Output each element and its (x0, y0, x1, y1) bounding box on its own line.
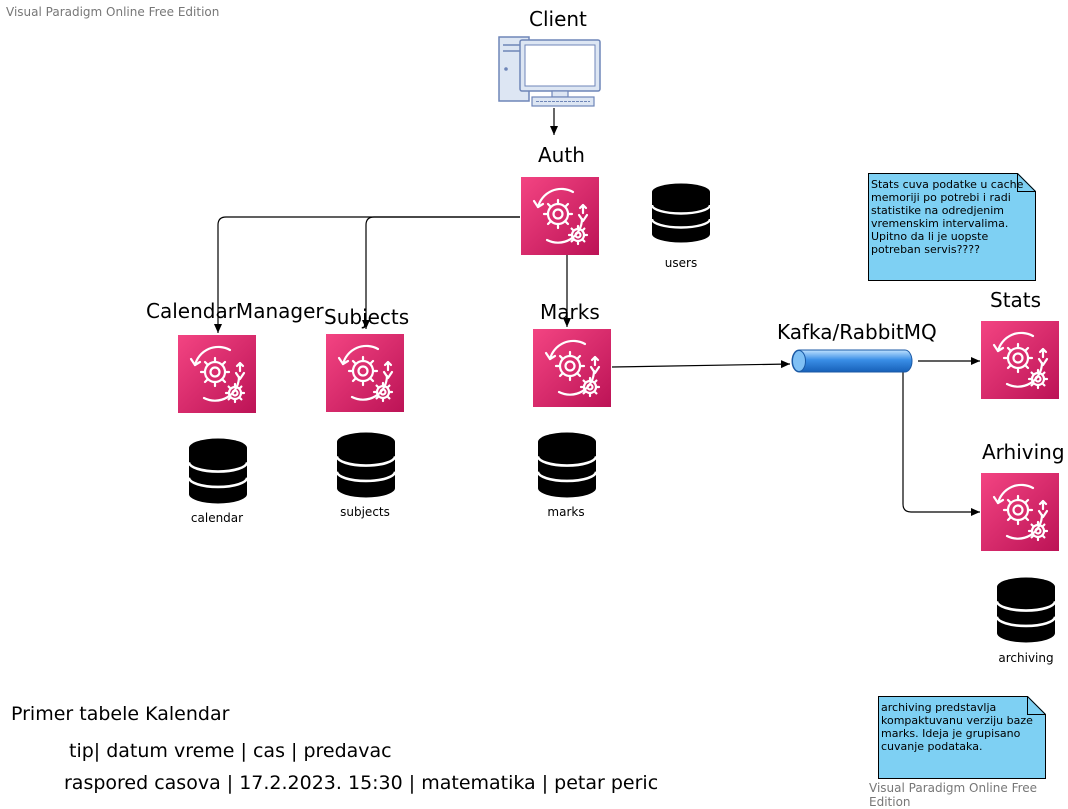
users-database-icon (651, 183, 711, 243)
subjects-service-icon[interactable] (326, 334, 404, 412)
arhiving-service-icon[interactable] (981, 473, 1059, 551)
subjects-label: Subjects (324, 305, 410, 329)
calendar-manager-service-icon[interactable] (178, 335, 256, 413)
marks-database-label: marks (547, 505, 585, 519)
example-table-data-row: raspored casova | 17.2.2023. 15:30 | mat… (64, 772, 659, 794)
watermark-bottom: Visual Paradigm Online Free Edition (869, 781, 1038, 809)
auth-label: Auth (538, 143, 585, 167)
auth-to-calendar-arrow (214, 216, 520, 333)
calendar-manager-label: CalendarManager (146, 299, 324, 323)
queue-to-arhiving-arrow (902, 372, 980, 516)
calendar-database-label: calendar (190, 511, 244, 525)
archiving-note: archiving predstavlja kompaktuvanu verzi… (878, 696, 1046, 779)
auth-to-subjects-arrow (362, 216, 520, 329)
subjects-database-label: subjects (340, 505, 390, 519)
users-database-label: users (664, 256, 698, 270)
calendar-database-icon (188, 438, 248, 504)
stats-label: Stats (990, 288, 1042, 312)
marks-to-queue-arrow (611, 360, 791, 369)
archiving-database-label: archiving (998, 651, 1054, 665)
arhiving-label: Arhiving (982, 440, 1065, 464)
message-queue-cylinder-icon[interactable] (791, 349, 913, 378)
example-table-header-row: tip| datum vreme | cas | predavac (69, 740, 392, 762)
desktop-computer-icon (498, 36, 602, 113)
marks-label: Marks (540, 300, 600, 324)
client-label: Client (529, 7, 587, 31)
example-table-title: Primer tabele Kalendar (11, 703, 230, 725)
stats-note: Stats cuva podatke u cache memoriji po p… (868, 173, 1036, 281)
stats-service-icon[interactable] (981, 321, 1059, 399)
marks-service-icon[interactable] (533, 329, 611, 407)
archiving-database-icon (996, 577, 1056, 643)
watermark-top: Visual Paradigm Online Free Edition (6, 5, 220, 19)
marks-database-icon (537, 432, 597, 498)
auth-service-icon[interactable] (521, 177, 599, 255)
queue-label: Kafka/RabbitMQ (777, 320, 937, 344)
subjects-database-icon (336, 432, 396, 498)
